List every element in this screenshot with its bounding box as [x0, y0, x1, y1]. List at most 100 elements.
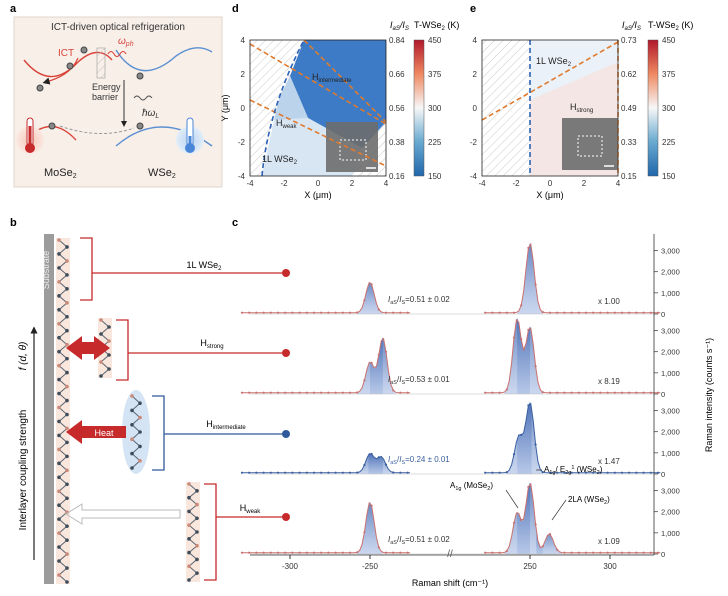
raman-peak-fill: [536, 531, 562, 554]
raman-point: [484, 311, 487, 314]
raman-point: [370, 283, 373, 286]
panel-a-title: ICT-driven optical refrigeration: [51, 22, 185, 33]
raman-point: [642, 471, 645, 474]
raman-point: [284, 391, 287, 394]
raman-point: [334, 471, 337, 474]
raman-point: [334, 311, 337, 314]
raman-point: [656, 551, 660, 554]
raman-point: [556, 391, 559, 394]
raman-point: [356, 311, 359, 314]
e-temp-header: T-WSe2 (K): [648, 20, 693, 32]
svg-text:450: 450: [428, 36, 442, 45]
raman-point: [255, 391, 258, 394]
raman-spectrum-line: [242, 281, 410, 314]
raman-point: [399, 391, 402, 394]
mose2-label: MoSe2: [44, 167, 77, 180]
raman-point: [248, 471, 251, 474]
svg-text:2: 2: [473, 70, 478, 79]
raman-peak-fill: [370, 337, 396, 394]
raman-point: [384, 551, 388, 554]
raman-ratio-label: IaS/IS=0.51 ± 0.02: [388, 535, 450, 546]
svg-text:0.56: 0.56: [389, 104, 405, 113]
raman-point: [527, 328, 530, 331]
panel-d-ratio-ticks: 0.84 0.66 0.56 0.38 0.16: [389, 36, 405, 181]
raman-point: [599, 391, 602, 394]
raman-point: [548, 391, 552, 394]
raman-point: [341, 311, 344, 314]
raman-point: [512, 521, 516, 524]
raman-scale-label: x 1.09: [598, 537, 620, 546]
wse2-label: WSe2: [148, 167, 176, 180]
raman-point: [491, 471, 494, 474]
panel-d-map: [249, 39, 387, 177]
raman-point: [556, 548, 559, 551]
raman-point: [649, 471, 652, 474]
raman-point: [248, 391, 251, 394]
raman-point: [320, 311, 323, 314]
raman-point: [276, 391, 280, 394]
raman-point: [341, 551, 344, 554]
raman-spectrum-line: [485, 242, 661, 314]
carrier-dot: [66, 62, 74, 70]
panel-e-xticks: -4 -2 0 2 4: [478, 179, 620, 188]
raman-point: [599, 311, 602, 314]
raman-spectrum-line: [242, 501, 410, 554]
raman-x-ticks: -300 -250 250 300: [282, 555, 617, 571]
raman-point: [348, 471, 352, 474]
panel-d-yticks: 4 2 0 -2 -4: [238, 36, 246, 181]
raman-point: [584, 551, 588, 554]
svg-text:0.15: 0.15: [621, 172, 637, 181]
carrier-dot: [136, 72, 144, 80]
raman-point: [563, 471, 566, 474]
raman-point: [298, 391, 301, 394]
raman-point: [356, 391, 359, 394]
raman-point: [570, 311, 573, 314]
d-colorbar: [413, 39, 425, 177]
raman-point: [649, 391, 652, 394]
raman-point: [291, 551, 294, 554]
e-colorbar: [647, 39, 659, 177]
raman-point: [269, 391, 272, 394]
coupling-axis-label: Interlayer coupling strength: [18, 410, 29, 531]
raman-point: [628, 311, 631, 314]
raman-ytick: 2,000: [661, 508, 680, 517]
raman-point: [392, 551, 395, 554]
d-ratio-header: IaS/IS: [390, 20, 409, 32]
raman-point: [520, 338, 523, 341]
ict-arrow: [42, 57, 79, 85]
raman-point: [276, 471, 280, 474]
raman-ytick: 0: [661, 550, 665, 559]
raman-point: [606, 551, 609, 554]
row-label-strong: Hstrong: [200, 338, 223, 350]
raman-point: [255, 311, 258, 314]
raman-point: [584, 471, 588, 474]
raman-point: [541, 391, 544, 394]
raman-point: [327, 391, 330, 394]
svg-text:4: 4: [241, 36, 246, 45]
raman-point: [305, 551, 308, 554]
substrate-label: Substrate: [41, 251, 51, 290]
raman-point: [262, 391, 265, 394]
d-intermediate-label: Hintermediate: [312, 72, 352, 84]
raman-point: [262, 471, 265, 474]
raman-point: [635, 391, 638, 394]
raman-scale-label: x 1.00: [598, 297, 620, 306]
raman-point: [406, 551, 409, 554]
raman-point: [491, 551, 494, 554]
annotation-leader: [551, 499, 567, 521]
raman-peak-fill: [368, 453, 394, 474]
raman-point: [284, 311, 287, 314]
raman-point: [377, 546, 380, 549]
raman-point: [628, 391, 631, 394]
d-ylabel: Y (μm): [220, 94, 230, 121]
raman-xtick: -250: [362, 562, 379, 571]
annotation-leader: [505, 489, 519, 509]
raman-peak-fill: [357, 502, 383, 554]
raman-point: [570, 471, 573, 474]
raman-ratio-label: IaS/IS=0.53 ± 0.01: [388, 375, 450, 386]
raman-point: [548, 533, 552, 536]
svg-text:4: 4: [384, 179, 389, 188]
raman-point: [628, 551, 631, 554]
panel-e-ratio-ticks: 0.73 0.62 0.49 0.33 0.15: [621, 36, 637, 181]
